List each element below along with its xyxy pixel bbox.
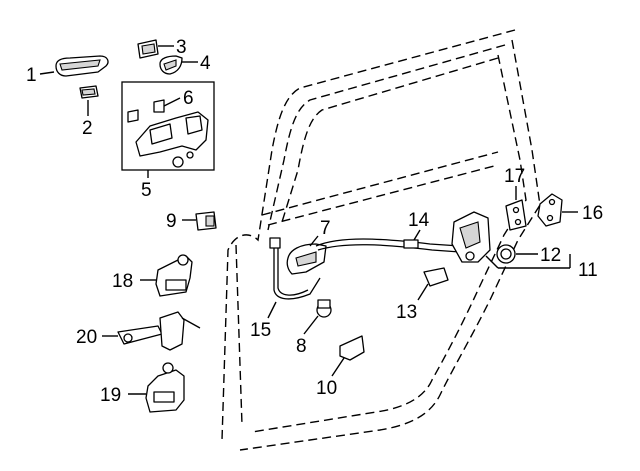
push-button-part: [316, 299, 332, 318]
callout-18: 18: [112, 271, 133, 292]
callout-7: 7: [320, 218, 331, 239]
grommet-part: [496, 244, 516, 264]
lower-hinge-part: [145, 362, 185, 413]
handle-bezel-part: [339, 335, 365, 361]
callout-10: 10: [316, 378, 337, 399]
handle-pad-part: [159, 55, 183, 75]
upper-hinge-part: [155, 254, 193, 297]
callout-12: 12: [540, 245, 561, 266]
handle-frame-group-box: [121, 81, 215, 171]
clip-part: [195, 211, 217, 231]
callout-9: 9: [166, 211, 177, 232]
callout-2: 2: [82, 118, 93, 139]
callout-19: 19: [100, 385, 121, 406]
callout-17: 17: [504, 166, 525, 187]
callout-16: 16: [582, 203, 603, 224]
callout-5: 5: [141, 180, 152, 201]
callout-14: 14: [408, 210, 430, 231]
callout-8: 8: [296, 336, 307, 357]
lock-bracket-part: [423, 267, 449, 287]
cylinder-cover-part: [137, 39, 159, 59]
handle-cap-part: [79, 85, 99, 99]
callout-11: 11: [578, 260, 598, 281]
callout-3: 3: [176, 37, 187, 58]
callout-6: 6: [183, 88, 194, 109]
callout-1: 1: [26, 65, 37, 86]
inside-handle-part: [286, 243, 327, 275]
door-outline: [221, 29, 541, 451]
control-cable-part: [269, 237, 461, 300]
callout-20: 20: [76, 327, 97, 348]
callout-4: 4: [200, 53, 211, 74]
striker-shim-part: [505, 199, 527, 231]
striker-part: [537, 193, 563, 227]
outside-handle-part: [55, 55, 109, 77]
callout-labels: 1 2 3 4 5 6 7 8 9 10 11 12 13 14 15 16 1…: [26, 37, 603, 406]
callout-15: 15: [250, 320, 271, 341]
callout-13: 13: [396, 302, 417, 323]
door-check-part: [117, 311, 201, 351]
door-lock-assembly-part: [451, 211, 491, 263]
handle-frame-part: [127, 99, 209, 168]
callout-leaders: [39, 45, 578, 395]
